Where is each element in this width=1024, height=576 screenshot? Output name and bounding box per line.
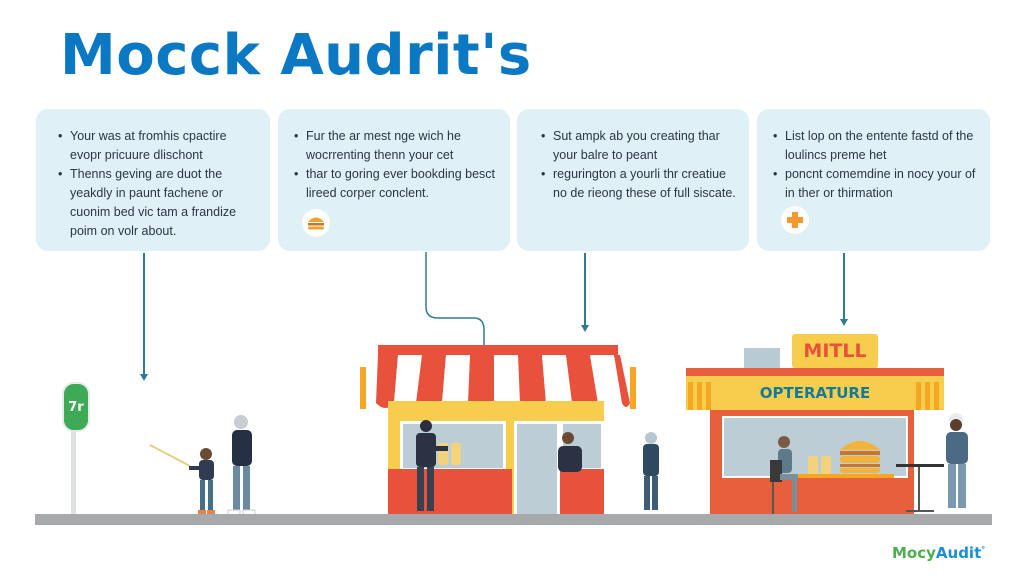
arrow-icon (581, 325, 589, 332)
awning-stripes (376, 355, 630, 408)
awning-side-left (360, 367, 366, 409)
man-at-shop-figure (416, 420, 448, 511)
shop-base-right (560, 469, 604, 515)
bullet-item: Your was at fromhis cpactire evopr pricu… (58, 127, 260, 165)
bus-stop-sign: 7r (62, 382, 90, 432)
ground-line (35, 514, 992, 525)
shop-base-left (388, 469, 512, 515)
brand-logo: MocyAudit° (892, 544, 986, 562)
diner-store: MITLL OPTERATURE (686, 334, 944, 516)
big-burger-icon (840, 441, 880, 473)
page-title: Mocck Audrit's (60, 23, 532, 88)
roof-vent (744, 348, 780, 368)
bullet-list: Fur the ar mest nge wich he wocrrenting … (294, 127, 500, 203)
arrow-icon (140, 374, 148, 381)
info-card-3: Sut ampk ab you creating thar your balre… (517, 109, 749, 251)
info-card-4: List lop on the entente fastd of the lou… (757, 109, 990, 251)
connector-1 (143, 253, 145, 375)
bullet-item: Fur the ar mest nge wich he wocrrenting … (294, 127, 500, 165)
banner: OPTERATURE (686, 376, 944, 410)
bullet-list: Sut ampk ab you creating thar your balre… (541, 127, 739, 203)
arrow-icon (840, 319, 848, 326)
roof-bar (686, 368, 944, 376)
awning-bar (378, 345, 618, 357)
plus-icon (787, 212, 803, 228)
plus-badge (781, 206, 809, 234)
sign-pole (71, 430, 76, 514)
bullet-item: thar to goring ever bookding besct liree… (294, 165, 500, 203)
adult-walking-figure (227, 415, 256, 516)
child-with-stick-figure (149, 444, 215, 514)
bullet-item: Thenns geving are duot the yeakdly in pa… (58, 165, 260, 241)
bistro-table (896, 464, 944, 512)
seated-woman-figure (770, 436, 798, 514)
banner-stripes-right (916, 382, 942, 410)
bullet-list: List lop on the entente fastd of the lou… (773, 127, 980, 203)
connector-4 (843, 253, 845, 321)
shop-door (514, 421, 560, 518)
bullet-item: poncnt comemdine in nocy your of in ther… (773, 165, 980, 203)
clerk-figure (558, 432, 582, 472)
connector-2 (425, 252, 485, 348)
rooftop-sign: MITLL (792, 334, 878, 368)
bullet-item: regurington a yourli thr creatiue no de … (541, 165, 739, 203)
drinks-icon (808, 456, 831, 474)
counter (776, 474, 894, 478)
connector-3 (584, 253, 586, 327)
burger-icon (308, 217, 324, 230)
awning-side-right (630, 367, 636, 409)
banner-stripes-left (688, 382, 714, 410)
man-with-hat-figure (946, 413, 968, 508)
info-card-1: Your was at fromhis cpactire evopr pricu… (36, 109, 270, 251)
info-card-2: Fur the ar mest nge wich he wocrrenting … (278, 109, 510, 251)
bullet-item: List lop on the entente fastd of the lou… (773, 127, 980, 165)
elderly-walker-figure (643, 432, 659, 510)
bullet-item: Sut ampk ab you creating thar your balre… (541, 127, 739, 165)
bullet-list: Your was at fromhis cpactire evopr pricu… (58, 127, 260, 241)
burger-badge (302, 209, 330, 237)
